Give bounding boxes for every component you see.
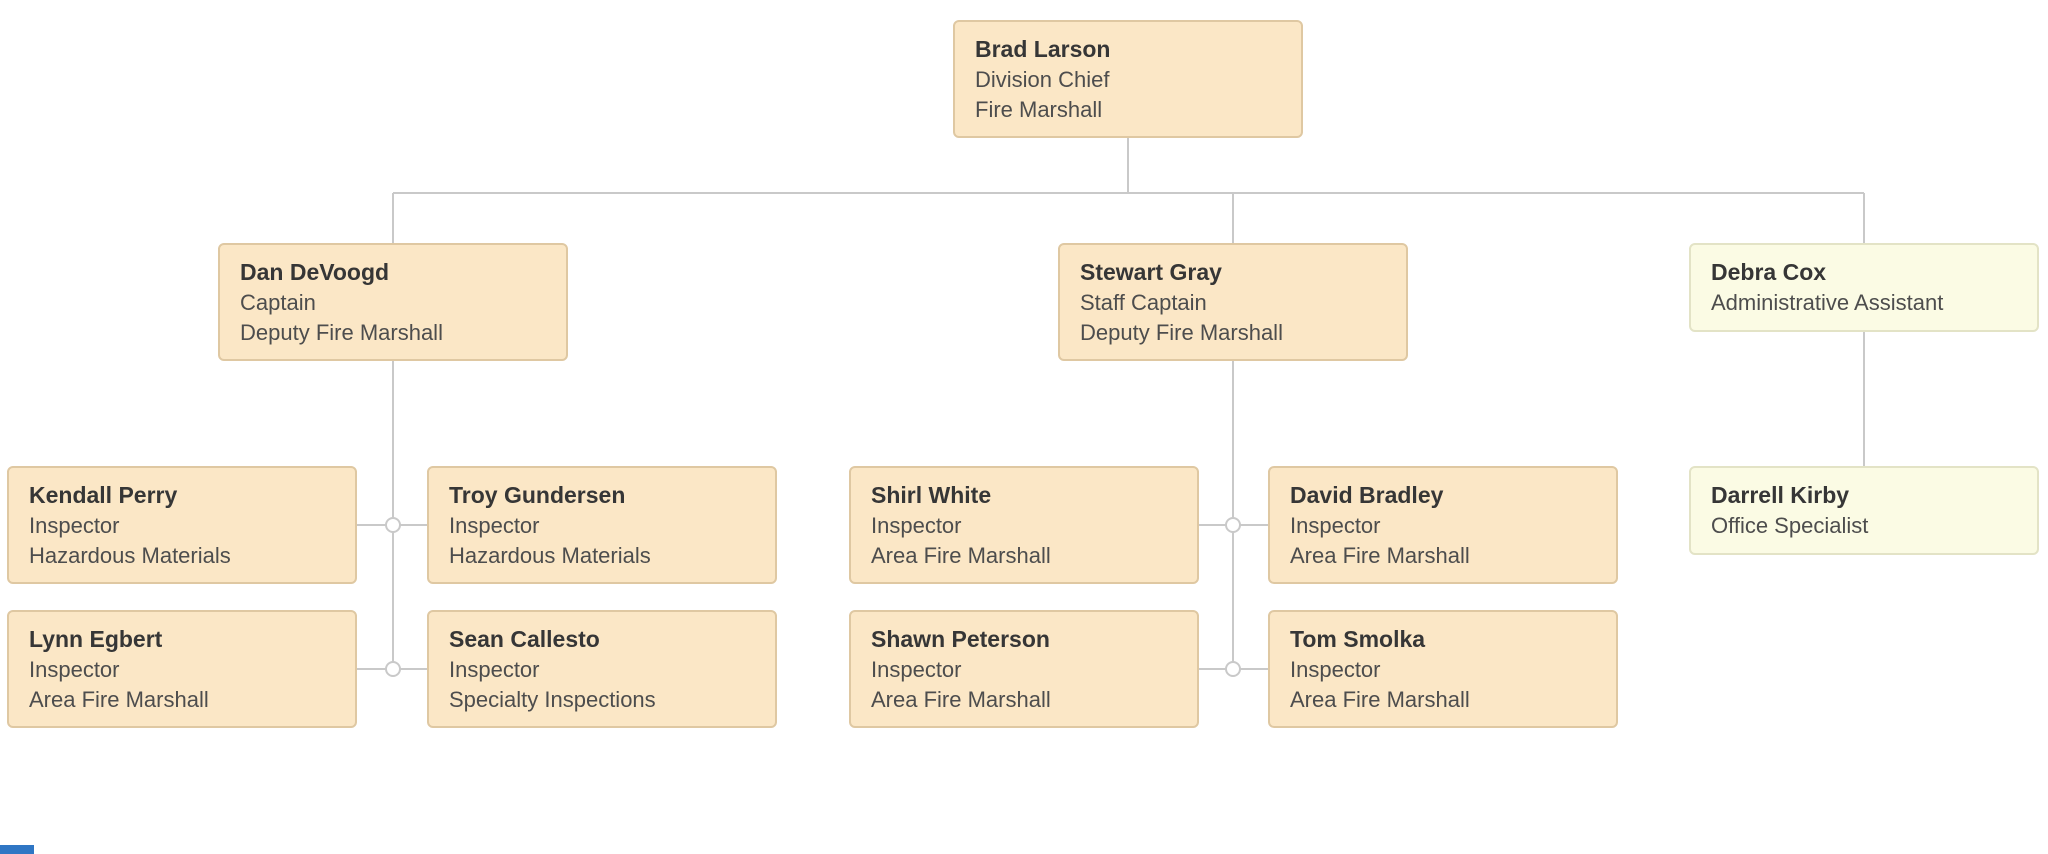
person-title: Inspector bbox=[29, 513, 120, 538]
person-subtitle: Hazardous Materials bbox=[449, 543, 651, 568]
person-title: Division Chief bbox=[975, 67, 1110, 92]
person-name: Lynn Egbert bbox=[29, 626, 163, 652]
person-subtitle: Area Fire Marshall bbox=[871, 543, 1051, 568]
connector-top-level bbox=[392, 138, 1865, 243]
junction-dot bbox=[385, 661, 401, 677]
person-title: Inspector bbox=[29, 657, 120, 682]
person-name: Troy Gundersen bbox=[449, 482, 626, 508]
person-title: Inspector bbox=[1290, 513, 1381, 538]
person-subtitle: Area Fire Marshall bbox=[29, 687, 209, 712]
person-name: David Bradley bbox=[1290, 482, 1444, 508]
org-node-lynn-egbert[interactable]: Lynn Egbert Inspector Area Fire Marshall bbox=[7, 610, 357, 728]
org-node-shawn-peterson[interactable]: Shawn Peterson Inspector Area Fire Marsh… bbox=[849, 610, 1199, 728]
org-node-brad-larson[interactable]: Brad Larson Division Chief Fire Marshall bbox=[953, 20, 1303, 138]
connector-dan-subtree bbox=[357, 361, 427, 670]
org-node-sean-callesto[interactable]: Sean Callesto Inspector Specialty Inspec… bbox=[427, 610, 777, 728]
person-title: Inspector bbox=[449, 513, 540, 538]
person-subtitle: Area Fire Marshall bbox=[1290, 543, 1470, 568]
org-node-shirl-white[interactable]: Shirl White Inspector Area Fire Marshall bbox=[849, 466, 1199, 584]
junction-dot bbox=[1225, 661, 1241, 677]
person-name: Shawn Peterson bbox=[871, 626, 1050, 652]
person-title: Staff Captain bbox=[1080, 290, 1207, 315]
person-subtitle: Fire Marshall bbox=[975, 97, 1103, 122]
person-title: Inspector bbox=[871, 513, 962, 538]
connector-stewart-subtree bbox=[1199, 361, 1268, 670]
person-title: Office Specialist bbox=[1711, 513, 1869, 538]
junction-dot bbox=[1225, 517, 1241, 533]
person-name: Kendall Perry bbox=[29, 482, 178, 508]
person-title: Administrative Assistant bbox=[1711, 290, 1944, 315]
junction-dot bbox=[385, 517, 401, 533]
person-name: Brad Larson bbox=[975, 36, 1111, 62]
person-name: Shirl White bbox=[871, 482, 992, 508]
person-subtitle: Area Fire Marshall bbox=[871, 687, 1051, 712]
person-title: Inspector bbox=[871, 657, 962, 682]
person-name: Debra Cox bbox=[1711, 259, 1827, 285]
org-node-darrell-kirby[interactable]: Darrell Kirby Office Specialist bbox=[1689, 466, 2039, 555]
person-title: Inspector bbox=[449, 657, 540, 682]
person-subtitle: Hazardous Materials bbox=[29, 543, 231, 568]
person-subtitle: Specialty Inspections bbox=[449, 687, 656, 712]
person-subtitle: Area Fire Marshall bbox=[1290, 687, 1470, 712]
org-node-debra-cox[interactable]: Debra Cox Administrative Assistant bbox=[1689, 243, 2039, 332]
org-node-stewart-gray[interactable]: Stewart Gray Staff Captain Deputy Fire M… bbox=[1058, 243, 1408, 361]
person-subtitle: Deputy Fire Marshall bbox=[1080, 320, 1283, 345]
org-node-david-bradley[interactable]: David Bradley Inspector Area Fire Marsha… bbox=[1268, 466, 1618, 584]
org-node-kendall-perry[interactable]: Kendall Perry Inspector Hazardous Materi… bbox=[7, 466, 357, 584]
person-name: Dan DeVoogd bbox=[240, 259, 390, 285]
person-name: Darrell Kirby bbox=[1711, 482, 1850, 508]
person-name: Stewart Gray bbox=[1080, 259, 1222, 285]
org-node-dan-devoogd[interactable]: Dan DeVoogd Captain Deputy Fire Marshall bbox=[218, 243, 568, 361]
person-subtitle: Deputy Fire Marshall bbox=[240, 320, 443, 345]
person-title: Inspector bbox=[1290, 657, 1381, 682]
org-node-troy-gundersen[interactable]: Troy Gundersen Inspector Hazardous Mater… bbox=[427, 466, 777, 584]
corner-blue-element bbox=[0, 845, 34, 854]
person-title: Captain bbox=[240, 290, 316, 315]
person-name: Sean Callesto bbox=[449, 626, 600, 652]
org-node-tom-smolka[interactable]: Tom Smolka Inspector Area Fire Marshall bbox=[1268, 610, 1618, 728]
person-name: Tom Smolka bbox=[1290, 626, 1426, 652]
